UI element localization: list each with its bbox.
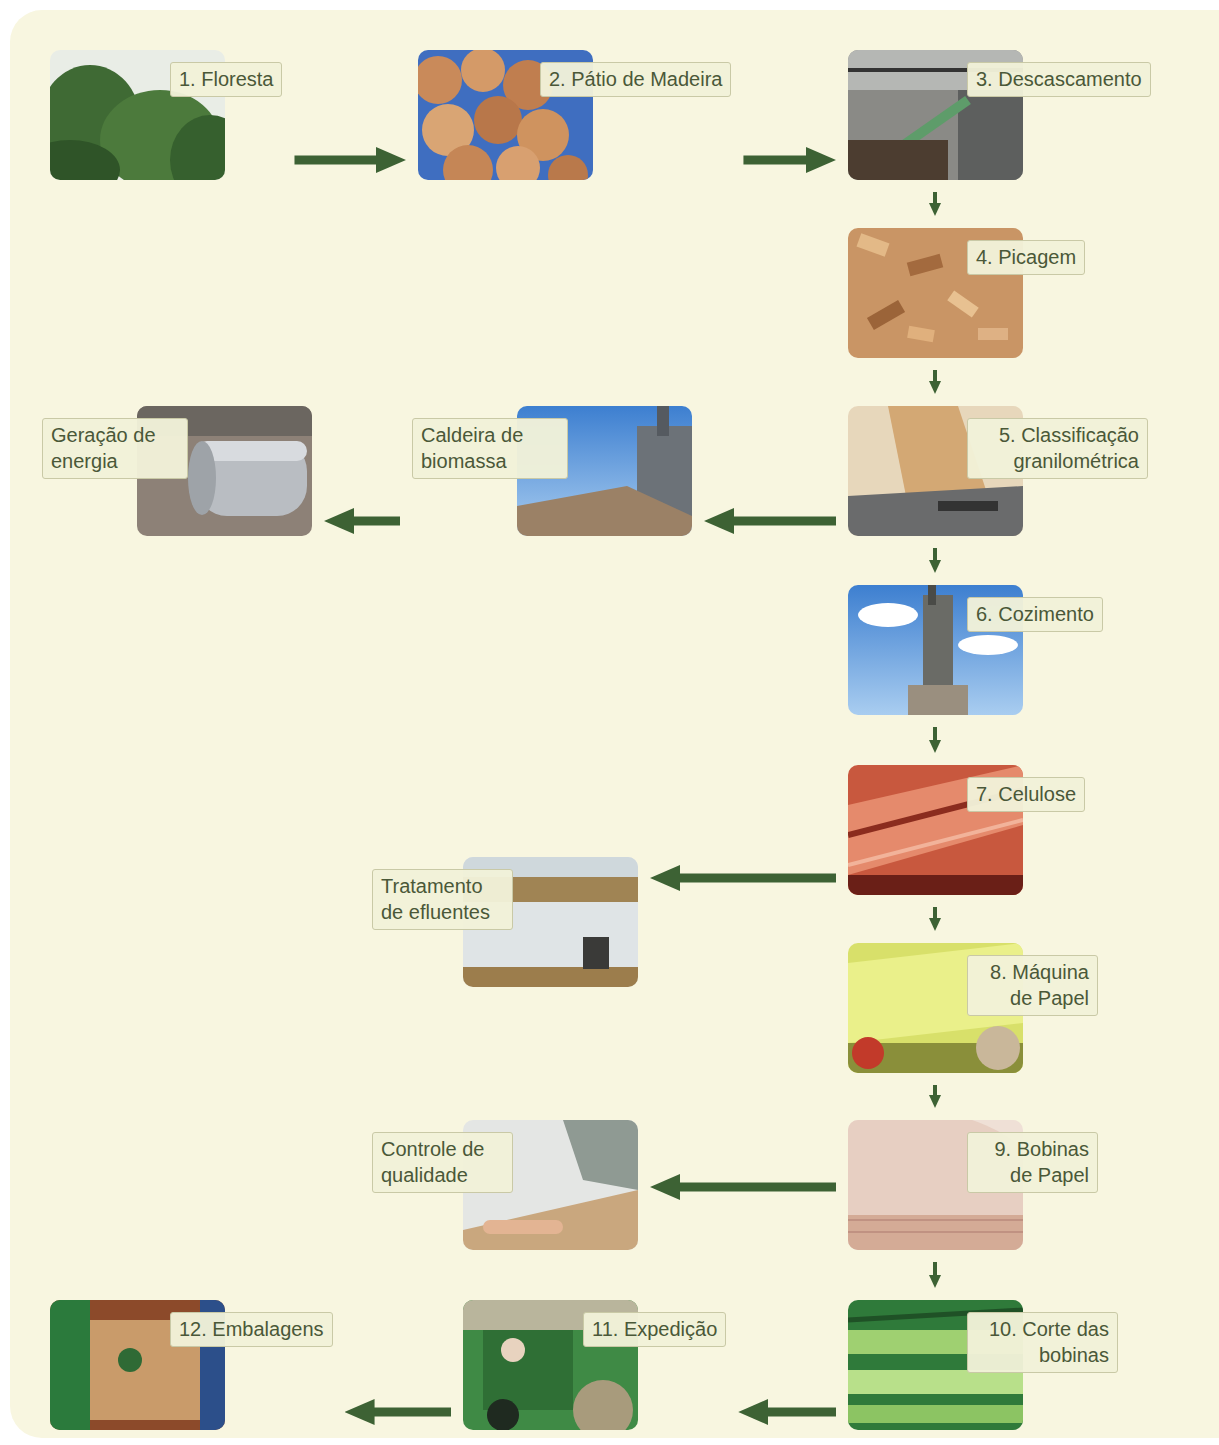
step-label: 4. Picagem [967,240,1085,275]
panel [10,10,1219,1438]
process-step: 10. Corte das bobinas [848,1300,1118,1430]
step-label: 7. Celulose [967,777,1085,812]
step-text: 11. Expedição [592,1316,717,1342]
process-step: 8. Máquina de Papel [848,943,1098,1073]
step-text: Controle de qualidade [381,1136,504,1188]
step-text: 7. Celulose [976,781,1076,807]
process-step: 11. Expedição [463,1300,726,1430]
step-label: 3. Descascamento [967,62,1151,97]
step-text: 2. Pátio de Madeira [549,66,722,92]
step-text: 5. Classificação granilométrica [976,422,1139,474]
step-text: Geração de energia [51,422,179,474]
process-step: Tratamento de efluentes [372,857,638,987]
step-text: Tratamento de efluentes [381,873,504,925]
step-label: 5. Classificação granilométrica [967,418,1148,479]
step-label: 9. Bobinas de Papel [967,1132,1098,1193]
step-text: 10. Corte das bobinas [976,1316,1109,1368]
step-text: 9. Bobinas de Papel [976,1136,1089,1188]
step-label: 12. Embalagens [170,1312,333,1347]
process-step: 5. Classificação granilométrica [848,406,1148,536]
step-text: 3. Descascamento [976,66,1142,92]
flow-arrow [766,1408,836,1417]
step-text: 6. Cozimento [976,601,1094,627]
step-label: Caldeira de biomassa [412,418,568,479]
flow-arrow [933,1262,937,1277]
process-step: Controle de qualidade [372,1120,638,1250]
process-step: Geração de energia [42,406,312,536]
step-text: 8. Máquina de Papel [976,959,1089,1011]
flow-arrow [933,192,937,205]
step-label: Tratamento de efluentes [372,869,513,930]
process-step: 4. Picagem [848,228,1085,358]
flow-arrow [678,874,836,883]
step-text: 4. Picagem [976,244,1076,270]
flow-arrow [933,727,937,742]
flow-arrow [352,517,400,526]
process-step: 2. Pátio de Madeira [418,50,731,180]
process-step: 3. Descascamento [848,50,1151,180]
step-label: 8. Máquina de Papel [967,955,1098,1016]
process-step: 6. Cozimento [848,585,1103,715]
flow-arrow [933,1085,937,1097]
flow-arrow [678,1183,836,1192]
step-text: 12. Embalagens [179,1316,324,1342]
flow-arrow [732,517,836,526]
step-text: 1. Floresta [179,66,273,92]
flow-arrow [294,156,378,165]
flow-arrow [933,370,937,383]
step-label: 11. Expedição [583,1312,726,1347]
step-label: 2. Pátio de Madeira [540,62,731,97]
process-step: 12. Embalagens [50,1300,333,1430]
step-label: Geração de energia [42,418,188,479]
flow-arrow [373,1408,451,1417]
process-step: 1. Floresta [50,50,282,180]
process-step: 7. Celulose [848,765,1085,895]
step-text: Caldeira de biomassa [421,422,559,474]
step-label: 1. Floresta [170,62,282,97]
process-step: 9. Bobinas de Papel [848,1120,1098,1250]
flow-arrow [933,907,937,920]
step-label: 10. Corte das bobinas [967,1312,1118,1373]
step-label: Controle de qualidade [372,1132,513,1193]
step-label: 6. Cozimento [967,597,1103,632]
flow-arrow [933,548,937,562]
process-step: Caldeira de biomassa [412,406,692,536]
flow-arrow [743,156,808,165]
